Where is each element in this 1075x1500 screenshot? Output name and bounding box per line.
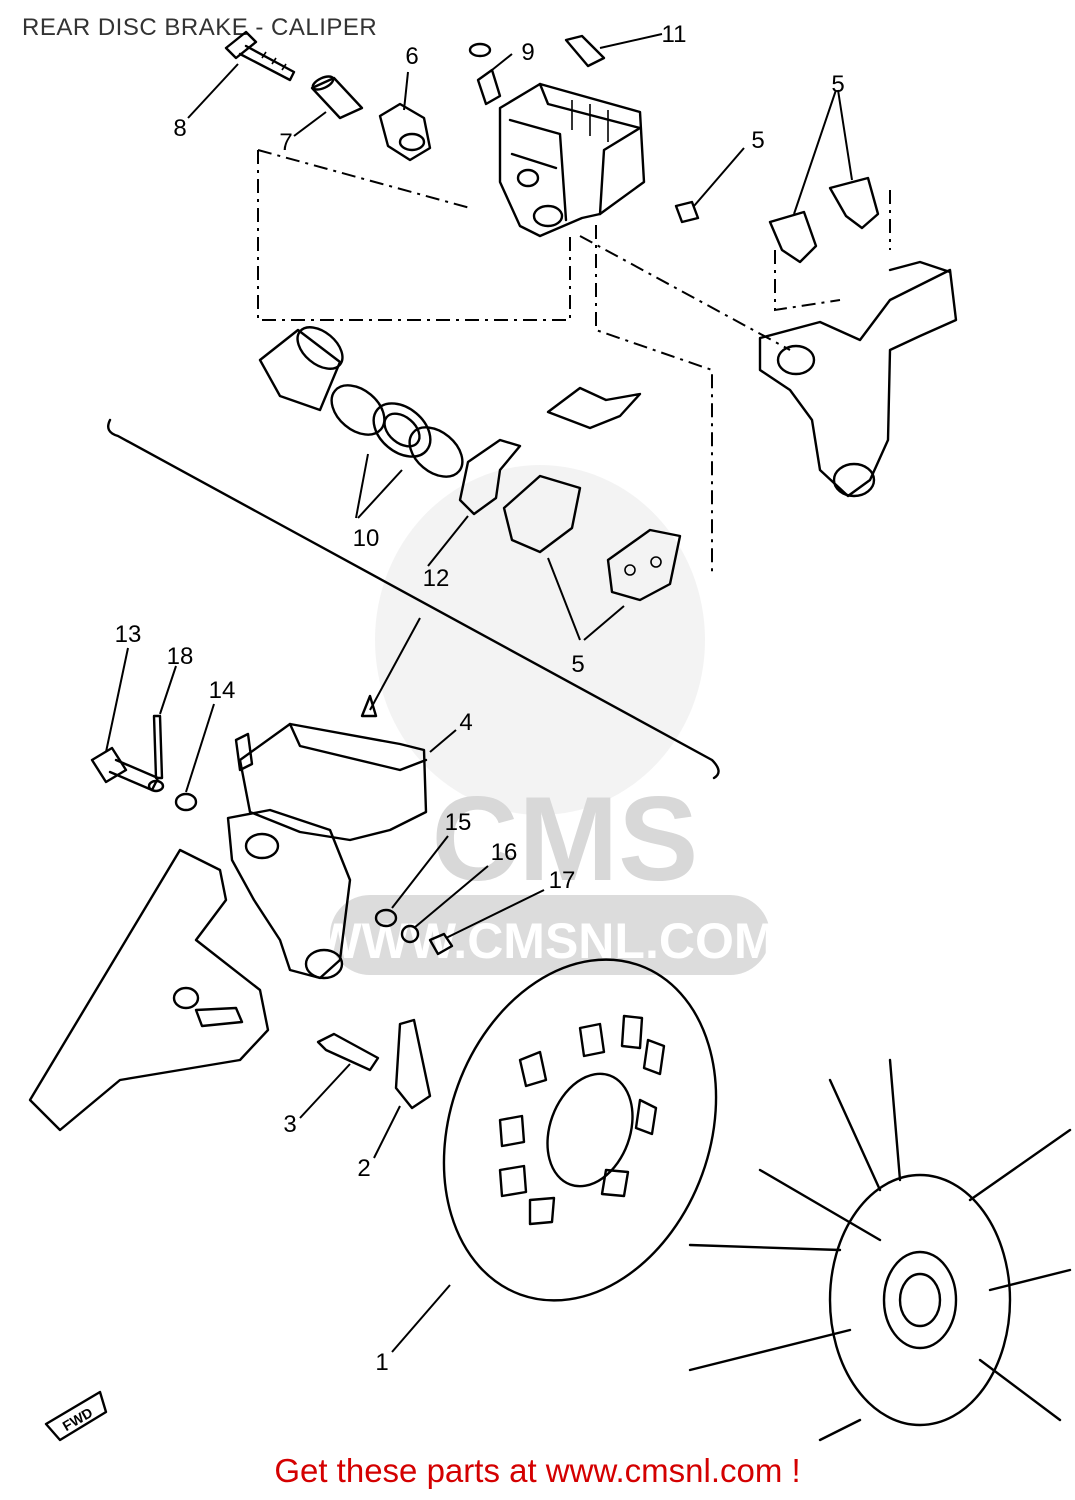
callout-17[interactable]: 17: [549, 867, 576, 894]
washer-part-15: [374, 908, 398, 928]
swing-arm: [28, 848, 270, 1132]
callout-7[interactable]: 7: [279, 129, 292, 156]
bolt-part-8: [224, 30, 296, 82]
exploded-view-outline: [257, 149, 891, 575]
wheel-hub: [688, 1058, 1072, 1442]
callout-4[interactable]: 4: [459, 709, 472, 736]
diagram-title: REAR DISC BRAKE - CALIPER: [22, 14, 378, 41]
callout-8[interactable]: 8: [173, 115, 186, 142]
clip-part-11: [564, 34, 606, 68]
lock-plate-part-2: [394, 1018, 432, 1110]
callout-12[interactable]: 12: [423, 565, 450, 592]
brake-disc-part-1: [442, 958, 718, 1302]
pad-shims: [768, 176, 880, 264]
callout-5b[interactable]: 5: [831, 71, 844, 98]
union-bolt-part-13: [90, 746, 165, 793]
sleeve-part-7: [310, 75, 364, 120]
pin-part-18: [152, 714, 164, 780]
separator-line: [107, 418, 720, 780]
fwd-arrow-icon: FWD: [44, 1390, 108, 1442]
boot-part-6: [378, 102, 432, 162]
washer-part-14: [174, 792, 198, 812]
callouts: 1 2 3 4 5 5 5 6 7 8 9 10 11 12 13 14 15 …: [115, 21, 845, 1376]
callout-5c[interactable]: 5: [571, 651, 584, 678]
washer-part-16: [400, 924, 420, 944]
watermark-brand: CMS: [432, 772, 699, 906]
callout-18[interactable]: 18: [167, 643, 194, 670]
leader-lines: [105, 33, 853, 1353]
callout-1[interactable]: 1: [375, 1349, 388, 1376]
bolt-part-3: [316, 1032, 380, 1072]
caliper-housing: [498, 82, 646, 238]
watermark-url: WWW.CMSNL.COM: [314, 913, 775, 969]
cap-part-9: [468, 42, 502, 106]
watermark: CMS WWW.CMSNL.COM: [314, 465, 776, 975]
callout-16[interactable]: 16: [491, 839, 518, 866]
callout-13[interactable]: 13: [115, 621, 142, 648]
callout-2[interactable]: 2: [357, 1155, 370, 1182]
nut-part-17: [428, 932, 454, 956]
piston-set-part-10: [258, 326, 464, 478]
callout-11[interactable]: 11: [662, 21, 687, 48]
callout-14[interactable]: 14: [209, 677, 236, 704]
screw-part-5: [674, 200, 700, 224]
caliper-assembly-part-4: [226, 722, 428, 980]
callout-9[interactable]: 9: [521, 39, 534, 66]
callout-5a[interactable]: 5: [751, 127, 764, 154]
pad-shim-part-12: [458, 438, 522, 516]
callout-10[interactable]: 10: [353, 525, 380, 552]
brake-pads: [502, 474, 682, 602]
callout-15[interactable]: 15: [445, 809, 472, 836]
caliper-bracket-upper: [758, 260, 958, 498]
callout-3[interactable]: 3: [283, 1111, 296, 1138]
callout-6[interactable]: 6: [405, 43, 418, 70]
footer-link[interactable]: Get these parts at www.cmsnl.com !: [274, 1452, 801, 1489]
pad-spring: [546, 386, 642, 430]
